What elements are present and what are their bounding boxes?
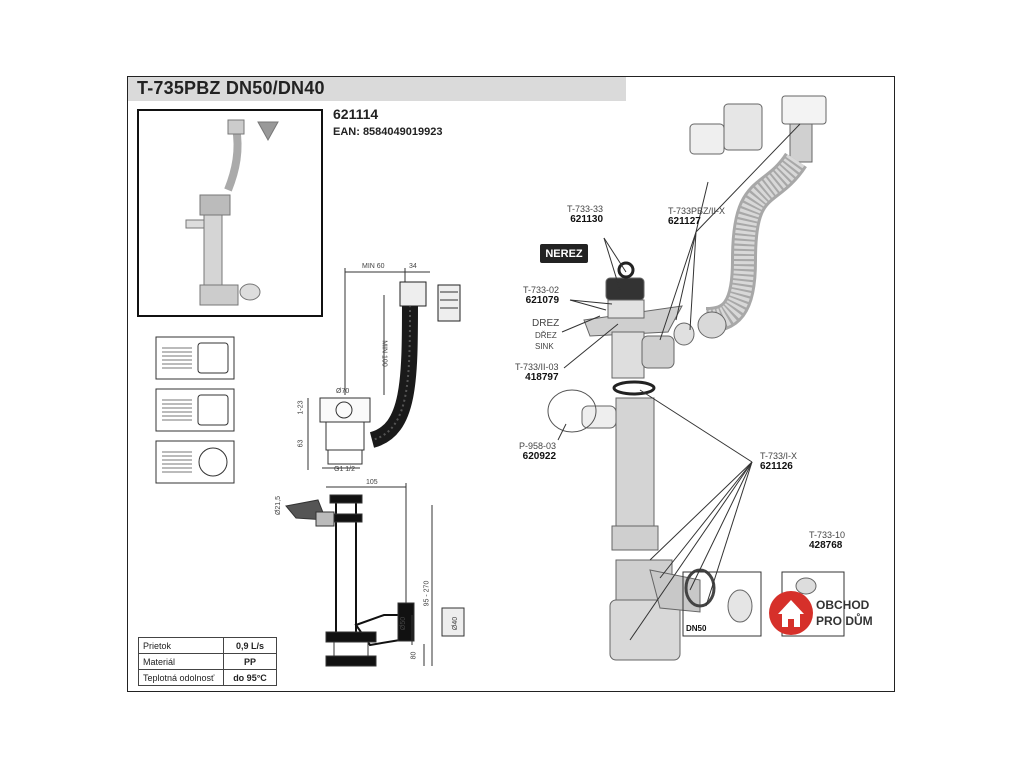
dim-34: 34 (409, 263, 417, 270)
dim-d70: Ø70 (336, 388, 350, 395)
dim-d40: Ø40 (452, 616, 460, 631)
dim-105: 105 (366, 479, 378, 486)
dim-g112: G1 1/2 (334, 466, 356, 473)
product-photo (185, 119, 279, 306)
product-title: T-735PBZ DN50/DN40 (137, 78, 325, 98)
dim-63: 63 (297, 439, 305, 448)
dim-80: 80 (410, 651, 418, 660)
dim-d215: Ø21,5 (275, 495, 283, 516)
sink-icon-2 (155, 388, 235, 432)
product-code: 621114 (333, 106, 379, 122)
spec-value: PP (223, 653, 277, 670)
logo-line2: PRO DŮM (816, 614, 873, 628)
product-ean: EAN: 8584049019923 (333, 126, 443, 138)
dim-1-23: 1-23 (297, 400, 305, 415)
dim-min100: MIN 100 (380, 340, 388, 367)
dim-d50: Ø50 (400, 616, 408, 631)
leader-lines (557, 123, 801, 641)
sink-icon-1 (155, 336, 235, 380)
dim-95-270: 95 - 270 (423, 580, 431, 607)
dim-min60: MIN 60 (362, 263, 385, 270)
sink-label-cz: DŘEZ (535, 331, 557, 340)
top-dimension-drawing (307, 268, 461, 470)
sink-label-sk: DREZ (532, 318, 560, 329)
spec-key: Teplotná odolnosť (138, 669, 224, 686)
logo-line1: OBCHOD (816, 598, 870, 612)
logo-house-icon (769, 591, 813, 635)
spec-value: 0,9 L/s (223, 637, 277, 654)
sheet-frame (127, 76, 895, 692)
dn50-tag: DN50 (686, 624, 707, 633)
spec-key: Materiál (138, 653, 224, 670)
assembly-drawing (547, 95, 845, 661)
bottom-dimension-drawing (285, 483, 465, 667)
sink-label-en: SINK (535, 342, 554, 351)
header-bar (128, 77, 626, 101)
sink-icon-3 (155, 440, 235, 484)
spec-value: do 95°C (223, 669, 277, 686)
nerez-badge: NEREZ (540, 244, 588, 263)
spec-key: Prietok (138, 637, 224, 654)
